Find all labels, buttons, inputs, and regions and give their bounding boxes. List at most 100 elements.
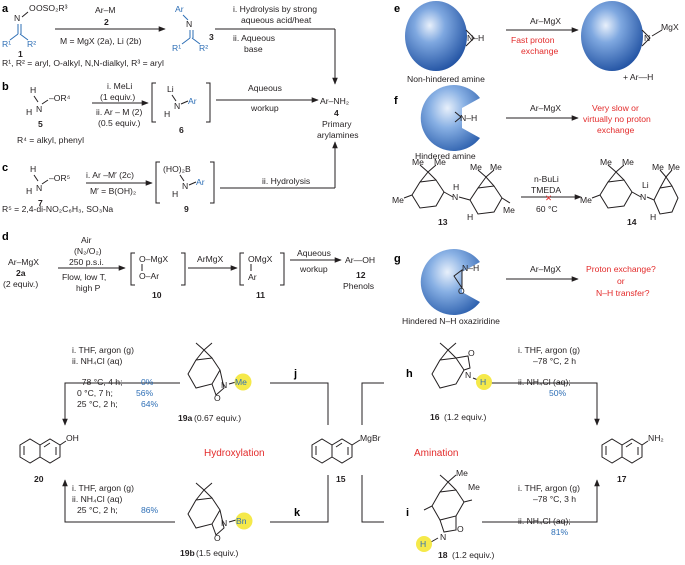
bond xyxy=(187,342,225,396)
panel-b-label: b xyxy=(2,81,9,93)
bond xyxy=(33,174,49,185)
panel-a-cond-4: base xyxy=(244,44,263,54)
panel-d-product: Ar—OH xyxy=(345,255,375,265)
panel-g-result-1: Proton exchange? xyxy=(586,264,656,274)
bond xyxy=(17,24,22,34)
bond xyxy=(19,438,61,464)
bond xyxy=(189,30,194,38)
atom-r1: R¹ xyxy=(2,39,11,49)
highlight-circle xyxy=(234,373,252,391)
bottom-phenol-num: 20 xyxy=(34,474,44,484)
line xyxy=(270,382,329,425)
panel-b-sm-num: 5 xyxy=(38,119,43,129)
panel-f-label: f xyxy=(394,95,398,107)
panel-b-step2b: (0.5 equiv.) xyxy=(98,118,140,128)
panel-e-result-1: Fast proton xyxy=(511,35,555,45)
atom-h: H xyxy=(467,212,473,222)
oxaziridine-19b: O N Bn xyxy=(187,482,253,543)
atom-h: H xyxy=(30,85,36,95)
line xyxy=(361,475,384,523)
panel-d-label: d xyxy=(2,231,9,243)
bond xyxy=(155,161,215,204)
panel-f: f N–H Hindered amine Ar–MgX Very slow or… xyxy=(392,85,680,227)
atom-h: H xyxy=(30,164,36,174)
atom-or5: –OR⁵ xyxy=(49,173,71,183)
bond xyxy=(180,100,189,105)
panel-f-result-3: exchange xyxy=(597,125,634,135)
panel-b-product: Ar–NH₂ xyxy=(320,96,349,106)
panel-b-step1: i. MeLi xyxy=(107,81,132,91)
k-cond-1: i. THF, argon (g) xyxy=(72,483,134,493)
atom-h: H xyxy=(650,212,656,222)
bond xyxy=(187,482,225,536)
panel-d-product-num: 12 xyxy=(356,270,366,280)
panel-d-cond-1: Air xyxy=(81,235,92,245)
atom-ar: Ar xyxy=(175,4,184,14)
highlight-circle xyxy=(416,536,432,552)
panel-b-product-num: 4 xyxy=(334,108,339,118)
panel-f-cond-2: TMEDA xyxy=(531,185,561,195)
i-yield: 81% xyxy=(551,527,569,537)
i-reagent-equiv: (1.2 equiv.) xyxy=(452,550,494,560)
panel-b-workup-1: Aqueous xyxy=(248,83,282,93)
atom-n: N xyxy=(452,192,458,202)
panel-b-product-name-1: Primary xyxy=(322,119,352,129)
arrow-h xyxy=(482,382,600,426)
bond xyxy=(171,94,177,102)
j-row2-yield: 56% xyxy=(136,388,154,398)
bond xyxy=(458,169,511,215)
atom-h: H xyxy=(453,182,459,192)
bond xyxy=(311,438,353,464)
arrow-i xyxy=(482,479,600,523)
panel-a-reagent-top: Ar–M xyxy=(95,5,116,15)
panel-b-workup-2: workup xyxy=(250,103,279,113)
bond xyxy=(423,474,473,521)
panel-d-cond-2: (N₂/O₂) xyxy=(74,246,102,256)
sphere-icon xyxy=(581,1,643,71)
bond xyxy=(431,342,471,389)
panel-d-cond-5: high P xyxy=(76,283,101,293)
hindered-sphere-icon xyxy=(420,85,480,152)
bond xyxy=(130,252,186,286)
bond xyxy=(9,33,29,41)
panel-e-caption: Non-hindered amine xyxy=(407,74,485,84)
h-reagent-equiv: (1.2 equiv.) xyxy=(444,412,486,422)
panel-f-sm-num: 13 xyxy=(438,217,448,227)
panel-a-sm-group: OSO₂R³ xyxy=(36,3,68,13)
atom-n: N–H xyxy=(467,33,484,43)
atom-me: Me xyxy=(392,195,404,205)
atom-ar: Ar xyxy=(188,96,197,106)
panel-a: a N O OSO₂R³ R¹ R² 1 Ar–M 2 M = MgX (2a)… xyxy=(2,3,338,85)
bond xyxy=(21,11,29,18)
atom-hooh2b: (HO)₂B xyxy=(163,164,191,174)
atom-n: N xyxy=(36,104,42,114)
atom-n: N xyxy=(14,13,20,23)
bond xyxy=(641,440,649,446)
line xyxy=(651,29,663,37)
panel-g-result-3: N–H transfer? xyxy=(596,288,650,298)
panel-b-product-name-2: arylamines xyxy=(317,130,359,140)
atom-n: N xyxy=(174,101,180,111)
atom-me: Me xyxy=(600,157,612,167)
bottom-substrate-num: 15 xyxy=(336,474,346,484)
bond xyxy=(182,14,189,21)
atom-o: OMgX xyxy=(248,254,273,264)
cross-icon: ✕ xyxy=(545,193,552,203)
oxaziridine-16: O N H xyxy=(431,342,492,390)
bond xyxy=(179,174,185,182)
k-reagent-equiv: (1.5 equiv.) xyxy=(196,548,238,558)
atom-n: N xyxy=(221,518,227,528)
panel-c-int-num: 9 xyxy=(184,204,189,214)
atom-me: Me xyxy=(490,162,502,172)
h-reagent-num: 16 xyxy=(430,412,440,422)
arrow-k xyxy=(62,479,175,523)
panel-a-sm-num: 1 xyxy=(18,49,23,59)
atom-r2: R² xyxy=(199,43,208,53)
panel-g-caption: Hindered N–H oxaziridine xyxy=(402,316,500,326)
atom-mgx: MgX xyxy=(661,22,679,32)
bond xyxy=(181,37,201,45)
atom-o: O–Ar xyxy=(139,271,159,281)
sphere-icon xyxy=(405,1,467,71)
hindered-sphere-icon xyxy=(420,248,480,315)
panel-e-side-product: + Ar—H xyxy=(623,72,653,82)
